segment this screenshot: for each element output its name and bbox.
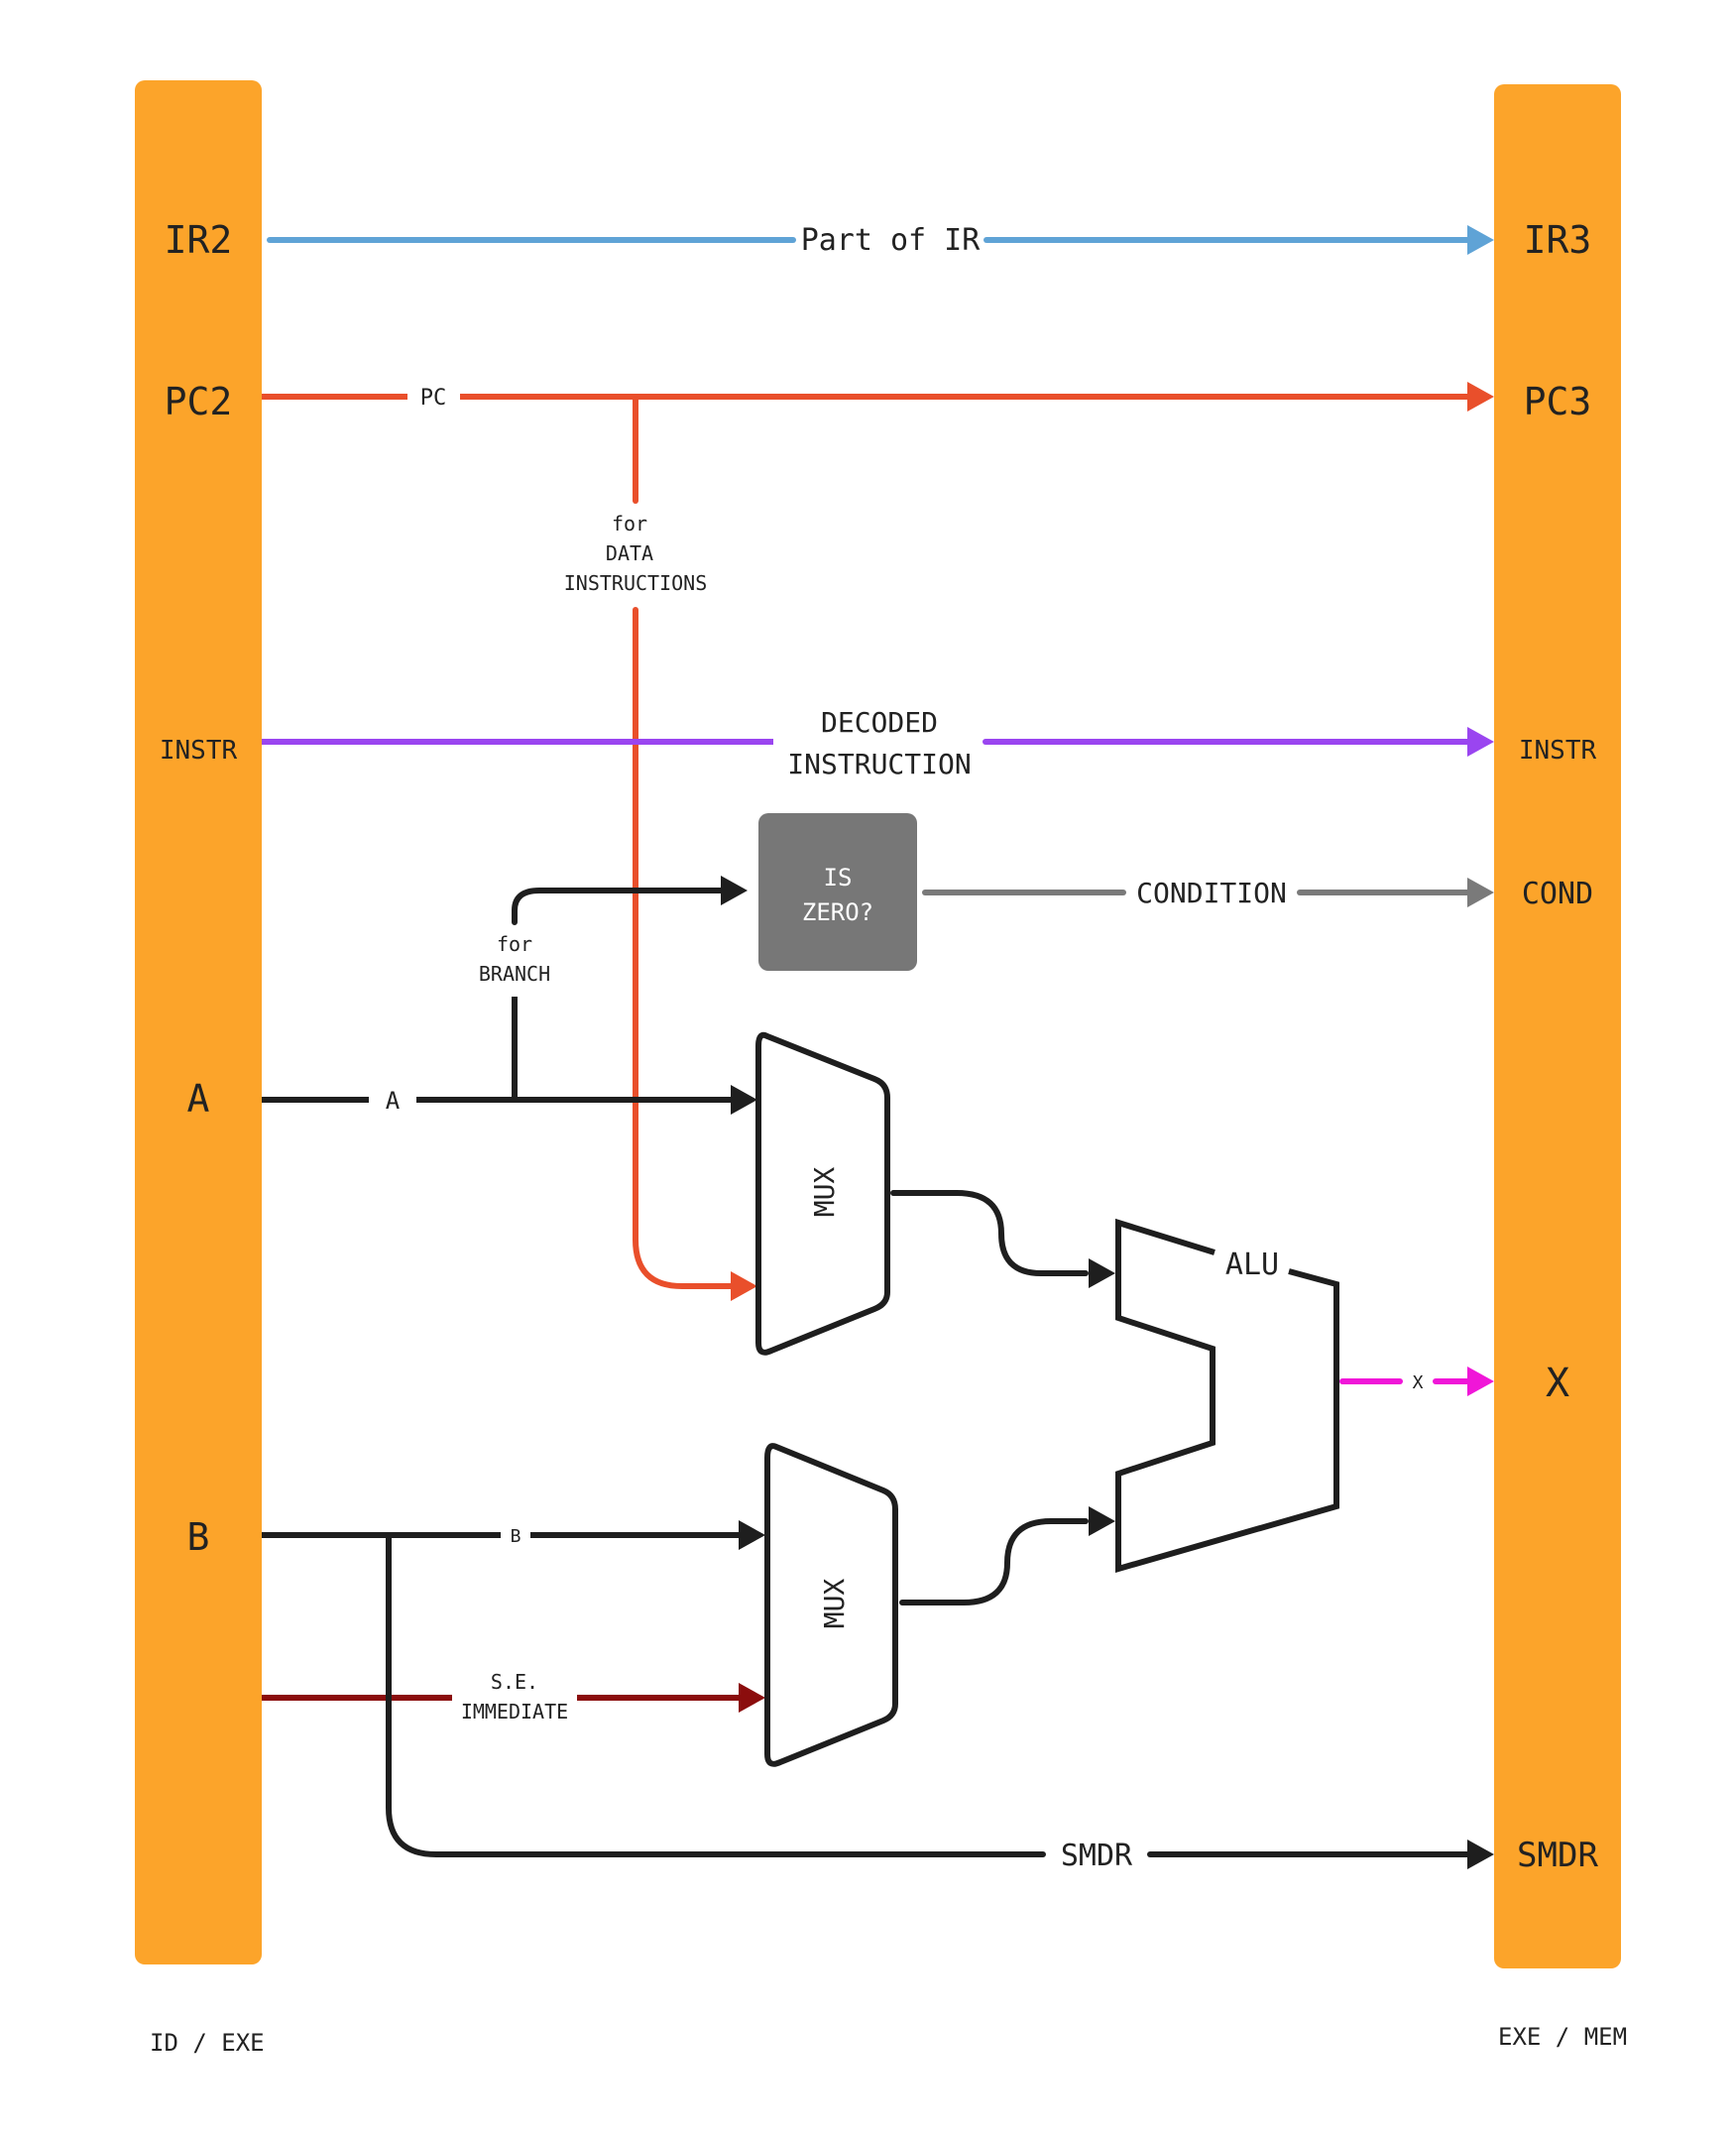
branch-label-2: BRANCH — [479, 962, 550, 986]
ir3-label: IR3 — [1524, 218, 1592, 262]
pc3-label: PC3 — [1524, 380, 1592, 423]
cond-label: COND — [1522, 877, 1593, 911]
pc-branch-label-3: INSTRUCTIONS — [564, 571, 708, 595]
mux-top-to-alu-arrowhead — [1089, 1258, 1115, 1288]
instr-arrowhead — [1467, 727, 1494, 757]
immediate-label-1: S.E. — [491, 1670, 538, 1694]
a-signal: A for BRANCH — [262, 876, 757, 1115]
id-exe-register-bar — [135, 80, 262, 1964]
pc-signal: PC for DATA INSTRUCTIONS — [262, 382, 1494, 1301]
b-signal-label: B — [511, 1526, 521, 1547]
id-exe-caption: ID / EXE — [150, 2029, 265, 2057]
instr-signal-label-2: INSTRUCTION — [787, 748, 971, 780]
mux-bottom-to-alu-wire — [899, 1518, 1089, 1605]
condition-arrowhead — [1467, 878, 1494, 907]
zero-check-box — [758, 813, 917, 971]
ir-arrowhead — [1467, 225, 1494, 255]
exe-mem-register-bar — [1494, 84, 1621, 1968]
x-arrowhead — [1467, 1367, 1494, 1396]
ir-signal: Part of IR — [267, 223, 1494, 258]
ir2-label: IR2 — [165, 218, 233, 262]
zero-check-label-2: ZERO? — [802, 898, 873, 926]
mux-bottom: MUX — [764, 1443, 898, 1767]
a-register-label: A — [187, 1077, 210, 1121]
mux-bottom-to-alu-arrowhead — [1089, 1506, 1115, 1536]
x-register-label: X — [1546, 1361, 1569, 1406]
pc-to-mux-arrowhead — [731, 1271, 757, 1301]
x-signal: X — [1339, 1367, 1494, 1396]
zero-check-unit: IS ZERO? — [758, 813, 917, 971]
instr-signal-label-1: DECODED — [821, 706, 938, 739]
b-to-mux-arrowhead — [739, 1520, 765, 1550]
branch-label-1: for — [497, 932, 532, 956]
alu: ALU — [1115, 1218, 1339, 1573]
b-register-label: B — [187, 1515, 210, 1559]
alu-label: ALU — [1225, 1248, 1279, 1282]
mux-bottom-label: MUX — [818, 1579, 851, 1629]
a-to-mux-arrowhead — [731, 1085, 757, 1115]
smdr-signal-label: SMDR — [1061, 1839, 1133, 1873]
x-signal-label: X — [1413, 1372, 1424, 1393]
zero-check-label-1: IS — [824, 864, 853, 892]
condition-signal-label: CONDITION — [1136, 877, 1287, 909]
smdr-arrowhead — [1467, 1840, 1494, 1869]
immediate-signal: S.E. IMMEDIATE — [262, 1670, 765, 1724]
mux-top-to-alu-wire — [890, 1190, 1089, 1276]
ir-signal-label: Part of IR — [801, 223, 982, 258]
branch-arrowhead — [721, 876, 748, 905]
b-signal: B — [262, 1520, 765, 1550]
pc-signal-label: PC — [420, 386, 447, 411]
pc-branch-label-2: DATA — [606, 541, 653, 565]
pc-branch-label-1: for — [612, 512, 647, 535]
pc2-label: PC2 — [165, 380, 233, 423]
instr-left-label: INSTR — [160, 736, 238, 766]
mux-top-label: MUX — [808, 1167, 841, 1218]
condition-signal: CONDITION — [922, 877, 1494, 909]
immediate-arrowhead — [739, 1683, 765, 1713]
immediate-label-2: IMMEDIATE — [461, 1700, 568, 1724]
instr-right-label: INSTR — [1519, 736, 1597, 766]
mux-top: MUX — [755, 1031, 890, 1356]
instr-signal: DECODED INSTRUCTION — [262, 706, 1494, 780]
smdr-register-label: SMDR — [1517, 1836, 1598, 1875]
exe-mem-caption: EXE / MEM — [1498, 2023, 1627, 2051]
a-signal-label: A — [386, 1087, 401, 1115]
pc-arrowhead — [1467, 382, 1494, 412]
smdr-signal: SMDR — [386, 1532, 1494, 1873]
